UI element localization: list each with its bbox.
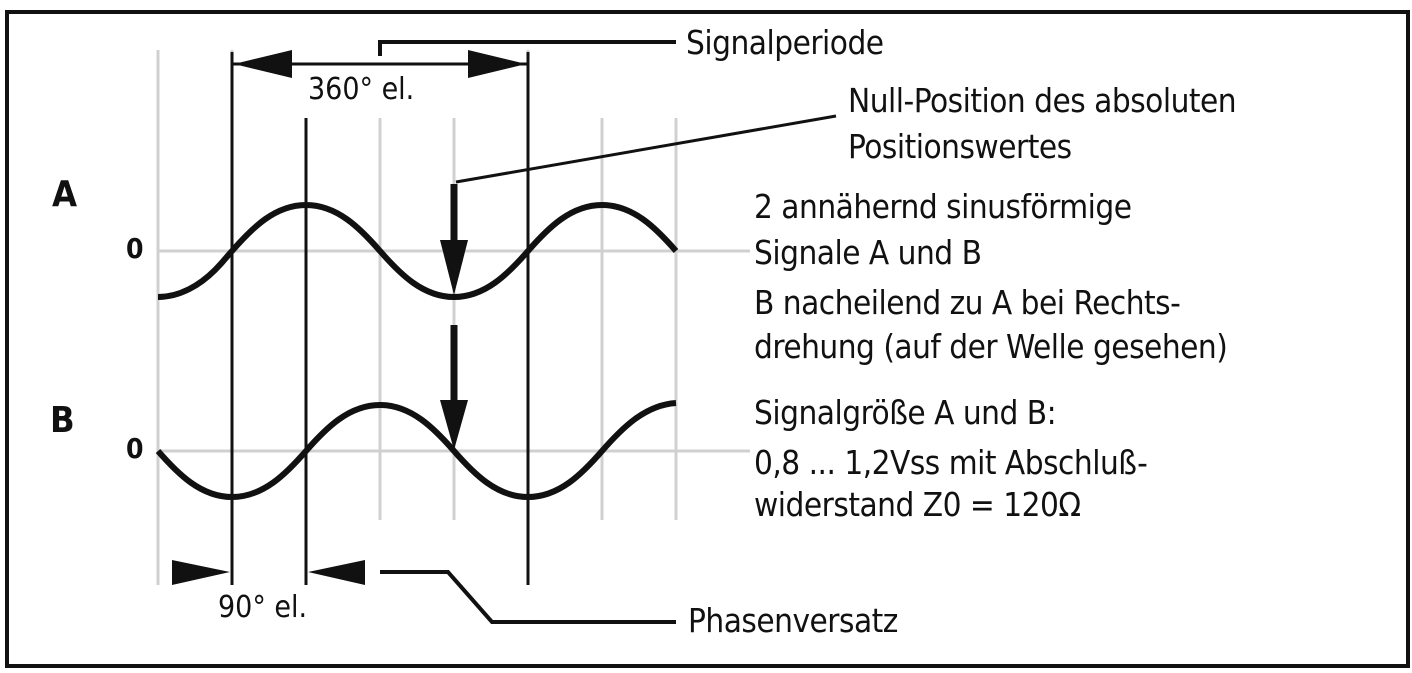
null-position-callout-line1: Null-Position des absoluten <box>848 81 1237 120</box>
signal-a-wave <box>157 201 679 301</box>
arrow-left-icon <box>308 560 365 585</box>
null-position-pointer <box>440 114 837 450</box>
phase-offset-dimension <box>172 560 676 624</box>
period-degrees-label: 360° el. <box>308 72 415 107</box>
description-line-4: drehung (auf der Welle gesehen) <box>754 327 1228 366</box>
signal-a-zero-label: 0 <box>126 232 144 265</box>
phase-degrees-label: 90° el. <box>218 590 308 625</box>
amplitude-line-2: 0,8 ... 1,2Vss mit Abschluß- <box>754 443 1148 482</box>
amplitude-line-1: Signalgröße A und B: <box>754 393 1057 432</box>
signal-b-wave <box>155 400 677 501</box>
arrow-left-icon <box>234 50 292 78</box>
signal-a-label: A <box>52 174 78 215</box>
arrow-down-icon <box>440 240 468 295</box>
arrow-down-icon <box>440 400 468 450</box>
signal-b-label: B <box>50 400 75 441</box>
grid-lines <box>156 50 750 585</box>
signal-period-callout: Signalperiode <box>686 23 884 62</box>
description-line-1: 2 annähernd sinusförmige <box>754 187 1132 226</box>
arrow-right-icon <box>468 50 526 78</box>
description-line-2: Signale A und B <box>754 233 982 272</box>
phase-offset-callout: Phasenversatz <box>688 601 898 640</box>
diagram-frame <box>5 10 1410 668</box>
null-position-callout-line2: Positionswertes <box>848 127 1072 166</box>
amplitude-line-3: widerstand Z0 = 120Ω <box>754 485 1081 524</box>
signal-period-dimension <box>232 40 676 78</box>
arrow-right-icon <box>172 560 230 585</box>
description-line-3: B nacheilend zu A bei Rechts- <box>754 283 1181 322</box>
signal-b-zero-label: 0 <box>126 432 144 465</box>
